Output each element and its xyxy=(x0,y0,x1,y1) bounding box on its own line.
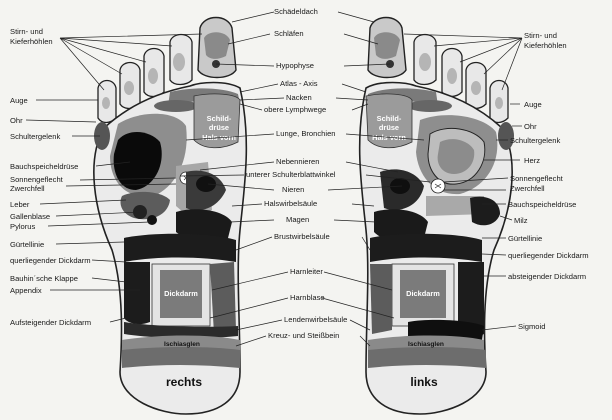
label-magen: Magen xyxy=(286,215,309,224)
label-auge-left: Auge xyxy=(10,96,28,105)
label-stirn-right-2: Kieferhöhlen xyxy=(524,41,567,50)
label-schaedeldach: Schädeldach xyxy=(274,7,318,16)
label-zwerchfell-right: Zwerchfell xyxy=(510,184,545,193)
left-foot-title: links xyxy=(410,375,438,389)
label-absteigender-dickdarm: absteigender Dickdarm xyxy=(508,272,586,281)
label-harnleiter: Harnleiter xyxy=(290,267,323,276)
label-leber: Leber xyxy=(10,200,30,209)
center-labels: Schädeldach Schläfen Hypophyse Atlas - A… xyxy=(246,7,347,340)
right-foot xyxy=(94,18,246,415)
label-ohr-right: Ohr xyxy=(524,122,537,131)
label-unterer-schulterblattwinkel: unterer Schulterblattwinkel xyxy=(246,170,336,179)
label-stirn-left-1: Stirn- und xyxy=(10,27,43,36)
sciatic-label-left: Ischiasglen xyxy=(408,341,444,348)
label-guertellinie-left: Gürtellinie xyxy=(10,240,44,249)
thyroid-label-left-1: Schild- xyxy=(377,114,402,123)
label-sigmoid: Sigmoid xyxy=(518,322,545,331)
label-zwerchfell-left: Zwerchfell xyxy=(10,184,45,193)
label-stirn-right-1: Stirn- und xyxy=(524,31,557,40)
label-obere-lymphwege: obere Lymphwege xyxy=(264,105,326,114)
right-foot-title: rechts xyxy=(166,375,202,389)
label-hypophyse: Hypophyse xyxy=(276,61,314,70)
colon-label-right: Dickdarm xyxy=(164,289,198,298)
sciatic-label-right: Ischiasglen xyxy=(164,341,200,348)
label-kreuz-steissbein: Kreuz- und Steißbein xyxy=(268,331,339,340)
left-labels: Stirn- und Kieferhöhlen Auge Ohr Schulte… xyxy=(10,27,91,327)
label-guertellinie-right: Gürtellinie xyxy=(508,234,542,243)
label-bauchspeicheldruese-left: Bauchspeicheldrüse xyxy=(10,162,78,171)
label-querliegender-dickdarm-left: querliegender Dickdarm xyxy=(10,256,91,265)
colon-label-left: Dickdarm xyxy=(406,289,440,298)
label-nacken: Nacken xyxy=(286,93,312,102)
label-herz: Herz xyxy=(524,156,540,165)
label-schlaefen: Schläfen xyxy=(274,29,304,38)
right-labels: Stirn- und Kieferhöhlen Auge Ohr Schulte… xyxy=(508,31,589,331)
thyroid-label-left-2: drüse xyxy=(379,123,399,132)
thyroid-label-right-2: drüse xyxy=(209,123,229,132)
label-querliegender-dickdarm-right: querliegender Dickdarm xyxy=(508,251,589,260)
label-gallenblase: Gallenblase xyxy=(10,212,50,221)
left-foot xyxy=(360,18,514,415)
label-appendix: Appendix xyxy=(10,286,42,295)
label-pylorus: Pylorus xyxy=(10,222,36,231)
label-milz: Milz xyxy=(514,216,528,225)
label-bauchspeicheldruese-right: Bauchspeicheldrüse xyxy=(508,200,576,209)
thyroid-label-right-1: Schild- xyxy=(207,114,232,123)
label-atlas-axis: Atlas - Axis xyxy=(280,79,318,88)
label-harnblase: Harnblase xyxy=(290,293,325,302)
label-aufsteigender-dickdarm: Aufsteigender Dickdarm xyxy=(10,318,91,327)
label-lunge-bronchien: Lunge, Bronchien xyxy=(276,129,336,138)
label-stirn-left-2: Kieferhöhlen xyxy=(10,37,53,46)
label-nieren: Nieren xyxy=(282,185,304,194)
label-schultergelenk-left: Schultergelenk xyxy=(10,132,60,141)
label-lendenwirbelsaeule: Lendenwirbelsäule xyxy=(284,315,347,324)
label-halswirbelsaeule: Halswirbelsäule xyxy=(264,199,317,208)
label-bauhinsche-klappe: Bauhin´sche Klappe xyxy=(10,274,78,283)
label-brustwirbelsaeule: Brustwirbelsäule xyxy=(274,232,330,241)
label-ohr-left: Ohr xyxy=(10,116,23,125)
label-auge-right: Auge xyxy=(524,100,542,109)
label-schultergelenk-right: Schultergelenk xyxy=(510,136,560,145)
label-sonnengeflecht-left: Sonnengeflecht xyxy=(10,175,64,184)
label-sonnengeflecht-right: Sonnengeflecht xyxy=(510,174,564,183)
label-nebennieren: Nebennieren xyxy=(276,157,320,166)
